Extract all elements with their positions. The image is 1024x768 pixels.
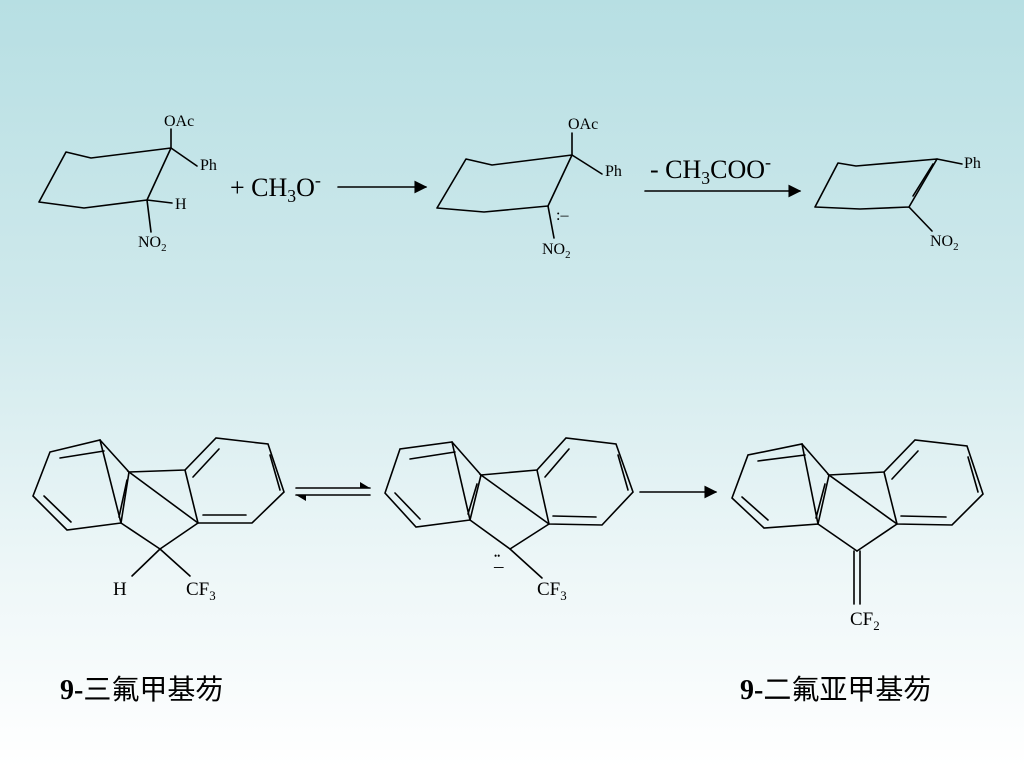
intermediate-nitro-label: NO2 [542,241,571,261]
fluorene-cf3-label: CF3 [186,579,216,603]
acetate-loss-label: - CH3COO- [650,152,771,188]
lone-pair-dots: •• [494,551,500,561]
intermediate-oac-label: OAc [568,116,598,133]
reactant-nitro-label: NO2 [138,234,167,254]
caption-difluoromethylenefluorene: 9-二氟亚甲基芴 [740,668,931,708]
carbanion-charge: :– [556,207,569,224]
methoxide-reagent: + CH3O- [230,170,321,206]
intermediate-carbanion: OAc Ph :– NO2 [436,116,622,261]
product-cf2-label: CF2 [850,609,880,633]
caption-trifluoromethylfluorene: 9-三氟甲基芴 [60,668,223,708]
caption-right-number: 9- [740,675,764,706]
reactant-ph-label: Ph [200,157,217,174]
carbanion-cf3-label: CF3 [537,579,567,603]
trifluoromethyl-fluorene: H CF3 [32,437,285,603]
product-nitro-label: NO2 [930,233,959,253]
difluoromethylene-fluorene: CF2 [731,439,984,633]
intermediate-ph-label: Ph [605,163,622,180]
caption-right-text: 二氟亚甲基芴 [763,675,932,706]
reactant-oac-label: OAc [164,113,194,130]
product-ph-label: Ph [964,155,981,172]
carbanion-negative-charge: – [493,556,504,577]
fluorene-h-label: H [113,579,127,600]
fluorenyl-carbanion: •• – CF3 [384,437,634,603]
reactant-cyclohexane: OAc Ph H NO2 [38,113,217,254]
caption-left-text: 三氟甲基芴 [83,675,224,706]
product-cyclohexene: Ph NO2 [814,155,981,253]
equilibrium-arrows [295,482,371,501]
reactant-h-label: H [175,196,187,213]
caption-left-number: 9- [60,675,84,706]
